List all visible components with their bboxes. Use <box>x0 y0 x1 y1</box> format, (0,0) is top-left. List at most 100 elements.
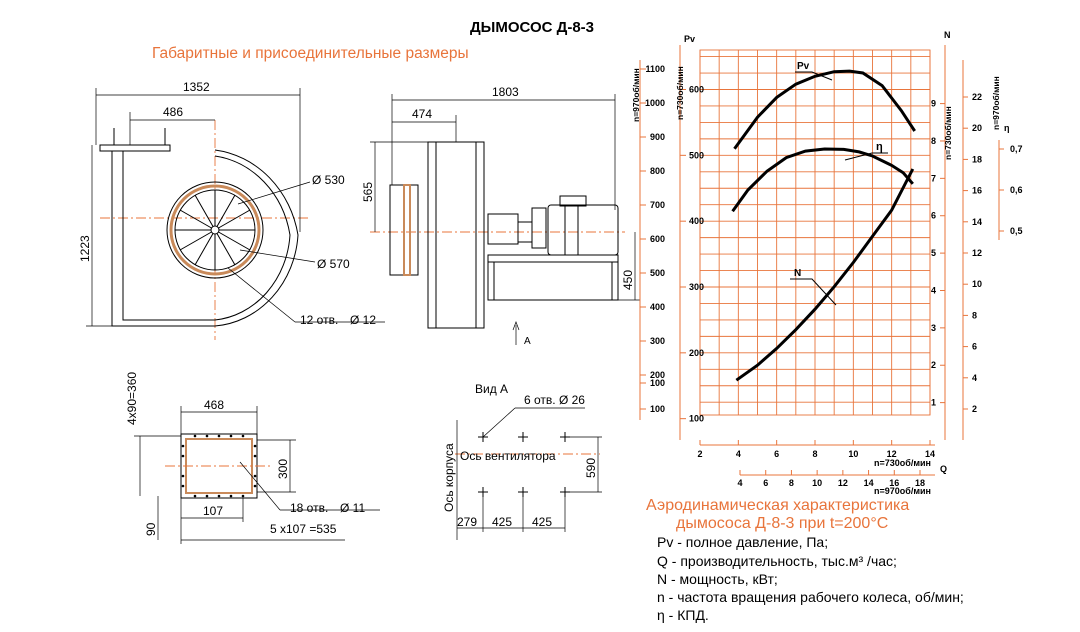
side-view: 1803 474 565 450 А <box>361 85 640 347</box>
dim-1803: 1803 <box>492 85 519 99</box>
pv-tick-970: 900 <box>650 132 665 142</box>
eta-axis-title: η <box>1004 123 1010 133</box>
impeller-spokes <box>175 190 255 270</box>
dim-300: 300 <box>276 459 290 479</box>
pv-tick-730: 100 <box>689 414 704 424</box>
n-tick-730: 8 <box>931 136 936 146</box>
dim-dia-570: Ø 570 <box>317 257 350 271</box>
pv-tick-730: 400 <box>689 216 704 226</box>
dim-425-a: 425 <box>492 515 512 529</box>
inlet-ring-flange <box>169 184 261 276</box>
front-holes-count: 12 отв. <box>300 313 338 327</box>
pv-tick-730: 300 <box>689 282 704 292</box>
chart-grid <box>699 49 931 416</box>
dim-450: 450 <box>621 270 635 290</box>
dim-590: 590 <box>584 458 598 478</box>
dim-1352: 1352 <box>183 80 210 94</box>
x-tick-970: 16 <box>889 478 899 488</box>
flange-holes-dia: Ø 11 <box>340 501 365 515</box>
fan-axis-label: Ось вентилятора <box>460 449 556 463</box>
n-tick-970: 6 <box>972 342 977 352</box>
pv-tick-970: 100 <box>650 404 665 414</box>
pv-tick-970: 300 <box>650 336 665 346</box>
pv-curve <box>733 69 916 150</box>
pv-tick-970: 1100 <box>645 64 665 74</box>
x-tick-730: 6 <box>774 449 779 459</box>
inlet-ring-outer <box>166 181 264 279</box>
view-a-arrow-label: А <box>524 336 531 347</box>
chart-curves <box>731 69 916 382</box>
pv-tick-970: 200 <box>650 370 665 380</box>
front-holes-dia: Ø 12 <box>350 313 376 327</box>
flange-holes-count: 18 отв. <box>290 501 328 515</box>
n-tick-730: 5 <box>931 248 936 258</box>
n-tick-730: 2 <box>931 360 936 370</box>
n-tick-970: 12 <box>972 248 982 258</box>
legend-eta: η - КПД. <box>657 607 709 623</box>
x-tick-730: 10 <box>848 449 858 459</box>
n-curve-label: N <box>794 268 801 279</box>
n-tick-970: 22 <box>972 92 982 102</box>
n-axis-label-730: n=730об/мин <box>943 106 953 160</box>
legend-pv: Pv - полное давление, Па; <box>657 534 828 550</box>
dim-279: 279 <box>457 515 477 529</box>
q-axis-title: Q <box>940 464 947 474</box>
chart-title-line1: Аэродинамическая характеристика <box>646 497 909 514</box>
legend-rpm: n - частота вращения рабочего колеса, об… <box>657 589 964 605</box>
pv-tick-970: 800 <box>650 166 665 176</box>
n-axis-title: N <box>944 30 951 40</box>
x-tick-730: 2 <box>697 449 702 459</box>
dim-1223: 1223 <box>78 235 92 262</box>
x-tick-730: 4 <box>736 449 741 459</box>
eta-tick: 0,6 <box>1010 185 1023 195</box>
pv-axis-label-730: n=730об/мин <box>675 66 685 120</box>
pv-tick-970: 600 <box>650 234 665 244</box>
n-tick-970: 8 <box>972 310 977 320</box>
pv-leader <box>795 71 833 81</box>
eta-leader <box>844 152 888 161</box>
x-axis-label-970: n=970об/мин <box>874 486 931 496</box>
eta-tick: 0,7 <box>1010 144 1023 154</box>
legend-q: Q - производительность, тыс.м³ /час; <box>657 553 897 569</box>
n-tick-730: 6 <box>931 211 936 221</box>
pv-tick-970: 1000 <box>645 98 665 108</box>
view-a: Вид А 6 отв. Ø 26 Ось вентилятора Ось ко… <box>442 382 602 540</box>
flange-view: 468 4x90=360 300 90 107 5 x107 =535 18 о… <box>125 372 380 544</box>
n-tick-730: 4 <box>931 285 936 295</box>
pv-axis-title: Pv <box>684 34 695 44</box>
x-tick-730: 12 <box>887 449 897 459</box>
view-a-holes: 6 отв. Ø 26 <box>524 393 585 407</box>
x-tick-970: 4 <box>737 478 742 488</box>
dim-565: 565 <box>361 182 375 202</box>
legend: Pv - полное давление, Па; Q - производит… <box>657 534 964 623</box>
view-a-title: Вид А <box>475 382 508 396</box>
pv-tick-970: 100 <box>650 378 665 388</box>
anchor-holes <box>478 432 570 497</box>
body-axis-label: Ось корпуса <box>442 443 456 512</box>
pv-axis-label-970: n=970об/мин <box>631 68 641 122</box>
eta-curve-label: η <box>876 141 883 153</box>
n-axis-label-970: n=970об/мин <box>991 76 1001 130</box>
outlet-flange <box>99 144 171 152</box>
hub <box>210 225 220 235</box>
x-tick-970: 8 <box>789 478 794 488</box>
terminal-box <box>559 195 587 207</box>
motor <box>547 204 619 256</box>
chart-axes <box>639 45 1000 476</box>
n-tick-970: 18 <box>972 154 982 164</box>
n-tick-730: 9 <box>931 99 936 109</box>
x-tick-970: 12 <box>838 478 848 488</box>
eta-tick: 0,5 <box>1010 226 1023 236</box>
coupling <box>531 207 547 249</box>
n-tick-970: 14 <box>972 217 982 227</box>
pv-tick-730: 600 <box>689 85 704 95</box>
n-curve <box>735 168 915 382</box>
pv-tick-970: 500 <box>650 268 665 278</box>
scroll-casing-inner <box>122 151 291 321</box>
dim-dia-530: Ø 530 <box>312 173 345 187</box>
x-axis-label-730: n=730об/мин <box>874 458 931 468</box>
pv-tick-970: 700 <box>650 200 665 210</box>
pv-tick-730: 200 <box>689 348 704 358</box>
